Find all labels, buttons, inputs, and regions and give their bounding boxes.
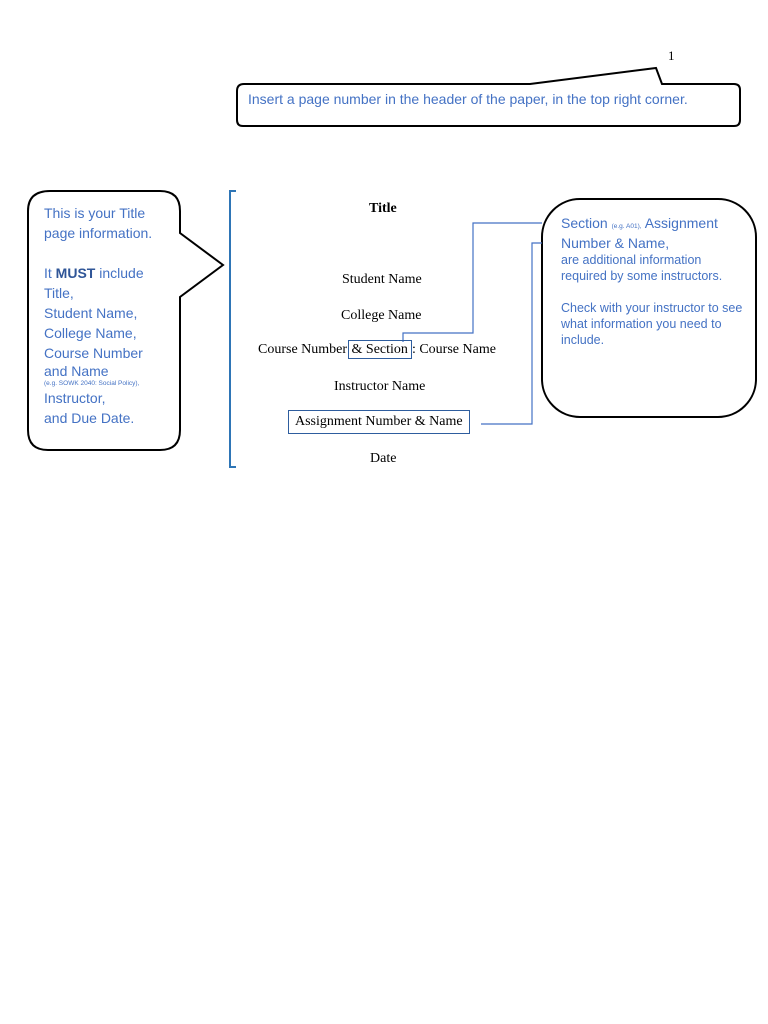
right-callout-example: (e.g. A01),	[611, 223, 642, 230]
assignment-connector-line	[481, 242, 542, 425]
college-name: College Name	[341, 308, 422, 323]
date: Date	[370, 451, 397, 466]
left-callout-item: Student Name,	[44, 305, 138, 321]
left-callout-intro: This is your Title page information.	[44, 205, 153, 241]
left-callout-item: Course Number	[44, 345, 143, 361]
section-connector-line	[402, 222, 542, 342]
instructor-name: Instructor Name	[334, 379, 426, 394]
left-callout-shape	[27, 190, 225, 451]
student-name: Student Name	[342, 272, 422, 287]
title-page-title: Title	[369, 201, 397, 216]
left-callout-item: and Due Date.	[44, 410, 135, 426]
page-number: 1	[668, 48, 675, 63]
course-name: : Course Name	[411, 342, 496, 357]
right-callout-shape	[541, 198, 757, 418]
right-callout-additional: are additional information required by s…	[561, 253, 723, 283]
section-box: & Section	[347, 340, 412, 359]
right-callout-text: Section (e.g. A01), Assignment Number & …	[561, 215, 743, 348]
left-callout-text: This is your Title page information. It …	[44, 203, 174, 428]
header-callout-text: Insert a page number in the header of th…	[248, 91, 688, 107]
left-callout-example: (e.g. SOWK 2040: Social Policy),	[44, 380, 140, 387]
left-callout-item: and Name	[44, 363, 109, 379]
left-callout-item: Instructor,	[44, 390, 106, 406]
left-callout-item: Title,	[44, 285, 74, 301]
bracket-icon	[229, 190, 236, 468]
must-emphasis: MUST	[55, 265, 96, 281]
header-callout-shape	[236, 66, 741, 127]
left-callout-item: College Name,	[44, 325, 137, 341]
course-number: Course Number	[258, 342, 348, 357]
right-callout-heading: Section (e.g. A01), Assignment Number & …	[561, 215, 718, 251]
right-callout-check: Check with your instructor to see what i…	[561, 301, 743, 347]
course-line: Course Number & Section: Course Name	[258, 340, 496, 359]
left-callout-must-line: It MUST include	[44, 265, 144, 281]
assignment-box: Assignment Number & Name	[288, 410, 470, 434]
